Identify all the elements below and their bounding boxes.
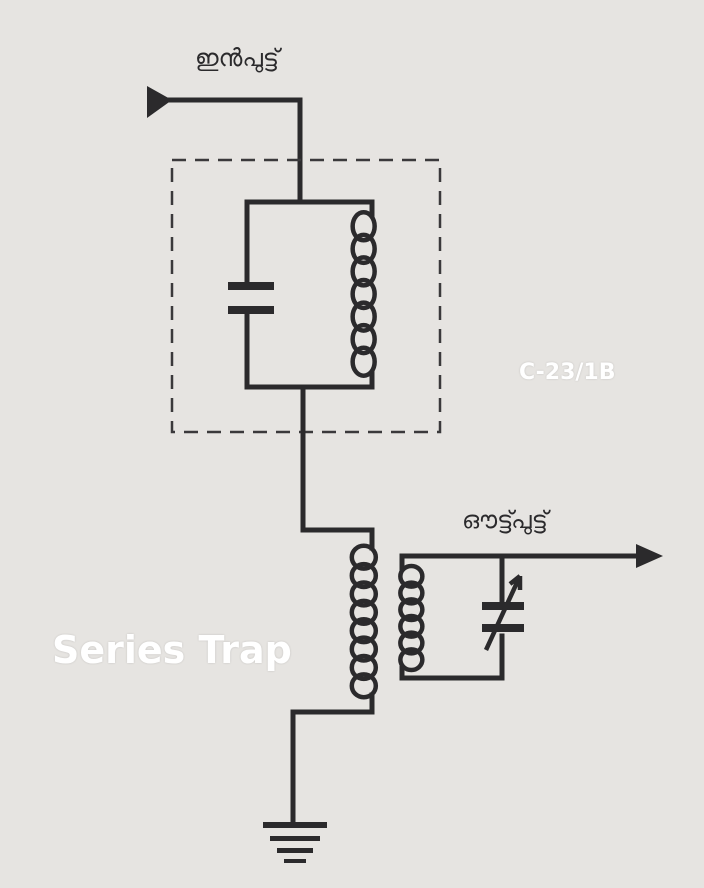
output-terminal-arrow [636, 544, 663, 568]
secondary-loop [398, 613, 425, 639]
tank-inductor-loop [350, 322, 377, 356]
shield-enclosure [170, 158, 442, 434]
trimmer-adjust-arrow [483, 574, 523, 651]
input-label: ഇൻപുട്ട് [195, 44, 280, 72]
primary-loop [349, 617, 379, 645]
tank-inductor-coil [350, 210, 377, 378]
diagram-title: Series Trap [52, 628, 292, 672]
primary-lead-bottom [290, 692, 375, 825]
secondary-loop [398, 580, 425, 606]
tank-inductor-loop [350, 345, 377, 378]
primary-loop [349, 580, 379, 608]
primary-loop [349, 672, 379, 700]
trimmer-plate-bottom [482, 624, 524, 632]
primary-loop [349, 543, 379, 571]
ground-bar-3 [277, 848, 313, 853]
diagram-code: C-23/1B [519, 360, 616, 385]
tank-capacitor-plate-bottom [228, 306, 274, 314]
secondary-loop [398, 630, 425, 656]
primary-loop [349, 561, 379, 590]
tank-inductor-loop [350, 255, 377, 288]
secondary-loop [398, 563, 425, 589]
tank-inductor-lead-bottom [359, 370, 375, 390]
tank-inductor-lead-top [359, 199, 375, 218]
tank-inductor-loop [350, 210, 377, 243]
series-wire [300, 384, 375, 551]
ground-bar-1 [263, 822, 327, 828]
input-wire [147, 97, 303, 205]
tank-inductor-loop [350, 232, 377, 266]
tank-inductor-loop [350, 300, 377, 333]
secondary-lead-bottom [399, 633, 505, 681]
primary-loop [349, 598, 379, 626]
ground-bar-4 [284, 859, 306, 863]
secondary-lead-top [399, 553, 418, 571]
primary-loop [349, 635, 379, 663]
secondary-loop [398, 597, 425, 623]
primary-loop [349, 653, 379, 682]
transformer-secondary-coil [398, 563, 425, 673]
trimmer-plate-top [482, 602, 524, 610]
tank-capacitor-plate-top [228, 282, 274, 290]
transformer-primary-coil [349, 543, 379, 700]
secondary-loop [398, 647, 425, 673]
ground-bar-2 [270, 836, 320, 841]
tank-inductor-loop [350, 277, 377, 311]
output-label: ഔട്ട്പുട്ട് [462, 506, 548, 534]
